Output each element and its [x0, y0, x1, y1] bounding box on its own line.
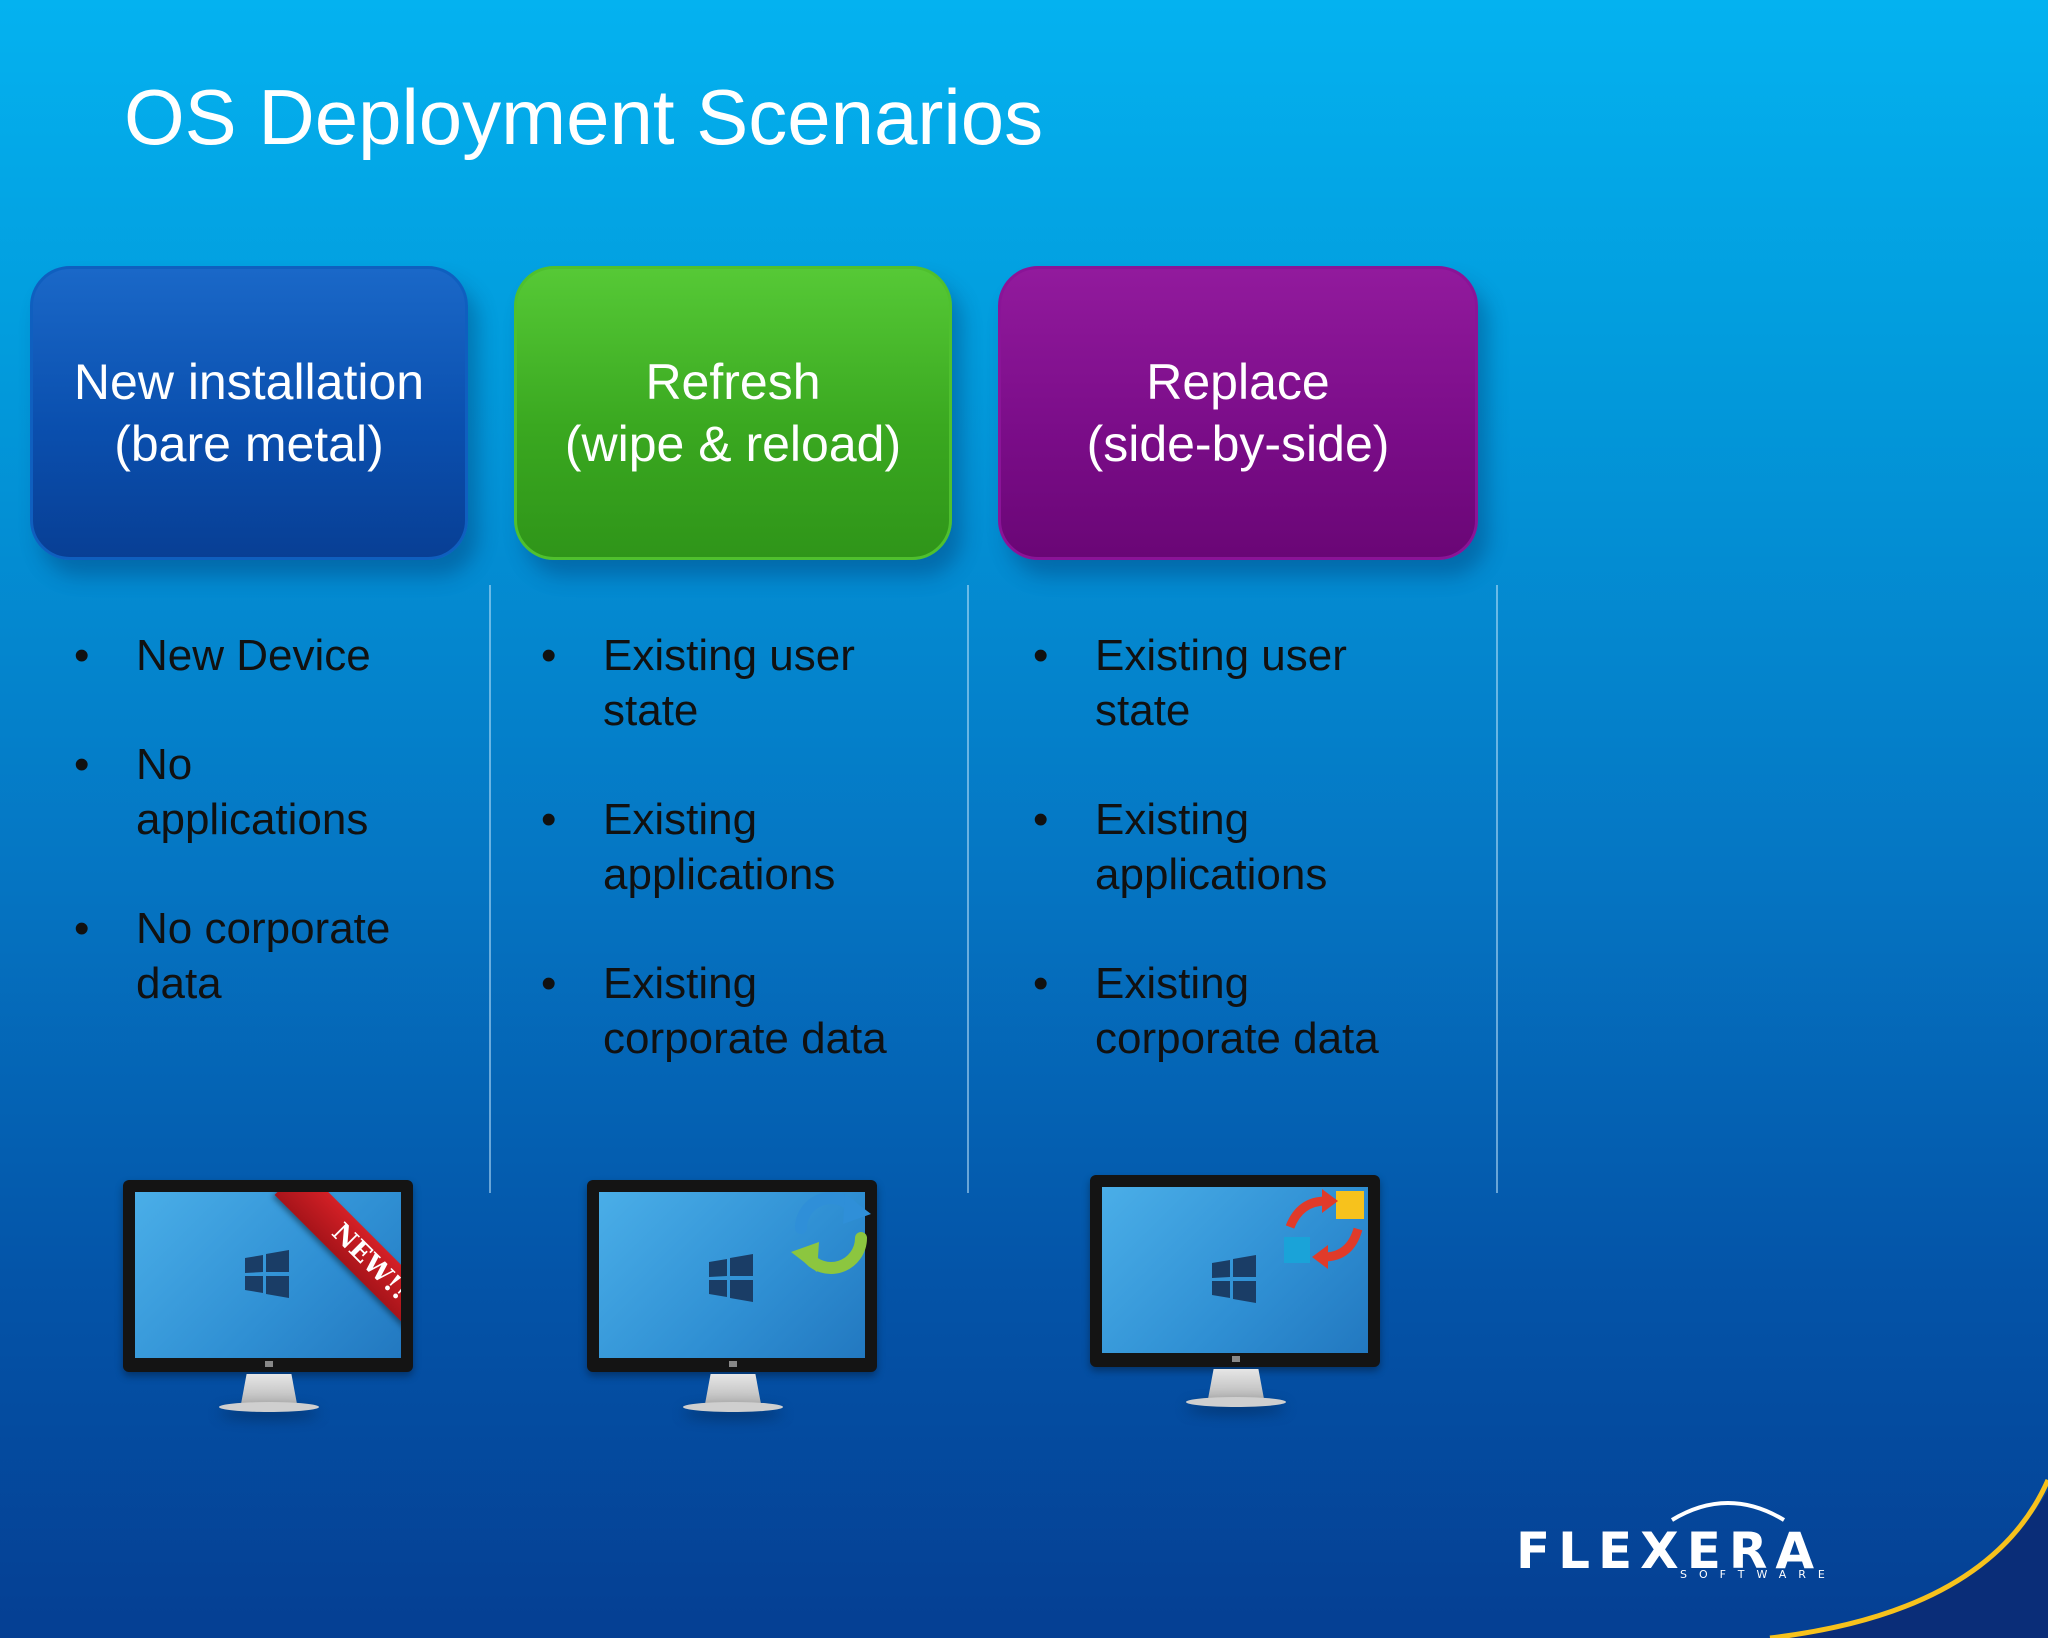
monitor-base [1186, 1397, 1286, 1407]
bullet-icon: • [541, 795, 557, 844]
list-item: • Existing user state [1033, 628, 1425, 738]
windows-logo-icon [1212, 1255, 1256, 1303]
monitor-bezel [587, 1180, 877, 1372]
list-item-text: Existing corporate data [603, 959, 887, 1063]
bullet-icon: • [1033, 959, 1049, 1008]
column-divider [967, 585, 969, 1193]
header-refresh: Refresh (wipe & reload) [514, 266, 952, 560]
bullet-icon: • [74, 740, 90, 789]
header-replace-line1: Replace [1146, 354, 1330, 410]
list-item: • No applications [74, 737, 436, 847]
list-item-text: Existing applications [1095, 795, 1328, 899]
windows-logo-icon [245, 1250, 289, 1298]
bullet-icon: • [74, 904, 90, 953]
bullet-list-new-installation: • New Device • No applications • No corpora… [74, 628, 436, 1065]
swap-arrows-icon [1284, 1189, 1364, 1269]
list-item: • Existing applications [1033, 792, 1425, 902]
header-refresh-line1: Refresh [645, 354, 821, 410]
windows-logo-icon [709, 1254, 753, 1302]
brand-tagline: SOFTWARE [1680, 1568, 1837, 1581]
list-item-text: No applications [136, 740, 369, 844]
list-item-text: Existing user state [603, 631, 855, 735]
monitor-logo [1232, 1356, 1240, 1362]
header-new-installation: New installation (bare metal) [30, 266, 468, 560]
monitor-logo [265, 1361, 273, 1367]
list-item-text: Existing applications [603, 795, 836, 899]
brand-logo: FLEXERA [1516, 1522, 1823, 1580]
bullet-icon: • [541, 631, 557, 680]
monitor-screen [599, 1192, 865, 1358]
list-item: • Existing corporate data [541, 956, 933, 1066]
monitor-screen: NEW!! [135, 1192, 401, 1358]
refresh-arrows-icon [791, 1192, 871, 1274]
header-refresh-line2: (wipe & reload) [564, 416, 902, 472]
header-new-installation-line1: New installation [73, 354, 425, 410]
bullet-icon: • [1033, 795, 1049, 844]
monitor-base [219, 1402, 319, 1412]
bullet-icon: • [541, 959, 557, 1008]
brand-swoosh [1769, 1478, 2048, 1638]
monitor-bezel [1090, 1175, 1380, 1367]
list-item-text: No corporate data [136, 904, 391, 1008]
monitor-stand [241, 1374, 297, 1404]
slide-title: OS Deployment Scenarios [124, 73, 1044, 161]
monitor-stand [1208, 1369, 1264, 1399]
bullet-list-replace: • Existing user state • Existing applicati… [1033, 628, 1425, 1120]
header-replace-line2: (side-by-side) [1086, 416, 1390, 472]
list-item: • Existing applications [541, 792, 933, 902]
list-item-text: Existing corporate data [1095, 959, 1379, 1063]
header-replace: Replace (side-by-side) [998, 266, 1478, 560]
bullet-icon: • [74, 631, 90, 680]
monitor-screen [1102, 1187, 1368, 1353]
monitor-bezel: NEW!! [123, 1180, 413, 1372]
monitor-logo [729, 1361, 737, 1367]
header-new-installation-line2: (bare metal) [114, 416, 384, 472]
monitor-base [683, 1402, 783, 1412]
list-item: • New Device [74, 628, 436, 683]
list-item-text: New Device [136, 631, 371, 680]
flexera-arc-icon [1670, 1501, 1786, 1522]
list-item-text: Existing user state [1095, 631, 1347, 735]
list-item: • No corporate data [74, 901, 436, 1011]
list-item: • Existing corporate data [1033, 956, 1425, 1066]
bullet-list-refresh: • Existing user state • Existing applicati… [541, 628, 933, 1120]
column-divider [1496, 585, 1498, 1193]
column-divider [489, 585, 491, 1193]
monitor-stand [705, 1374, 761, 1404]
bullet-icon: • [1033, 631, 1049, 680]
list-item: • Existing user state [541, 628, 933, 738]
